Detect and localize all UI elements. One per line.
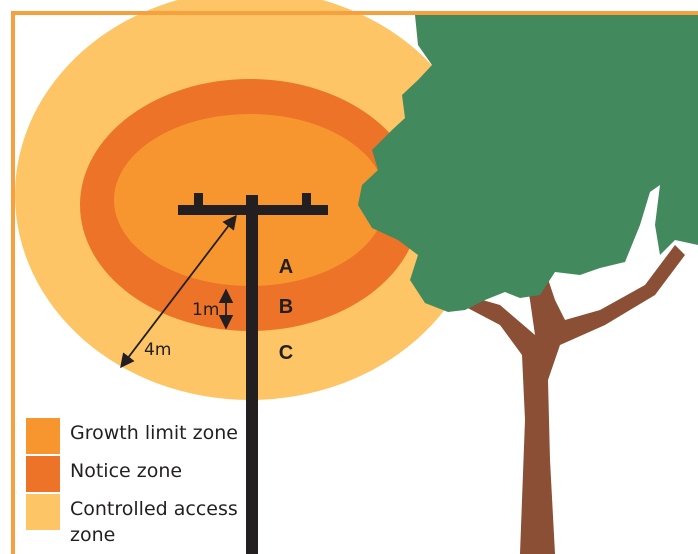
- growth-limit-zone-swatch: [26, 418, 60, 454]
- notice-width-label: 1m: [192, 300, 219, 320]
- zone-a-label: A: [279, 256, 293, 278]
- frame-border: [11, 11, 698, 554]
- zone-c-label: C: [279, 342, 293, 364]
- legend-label-growth-limit-zone: Growth limit zone: [70, 422, 238, 444]
- tree-trunk: [462, 240, 685, 554]
- zone-b-label: B: [279, 296, 293, 318]
- tree-canopy: [358, 15, 698, 312]
- controlled-access-radius-arrow: [120, 214, 237, 369]
- legend-label-controlled-access-zone: Controlled access zone: [70, 498, 238, 546]
- controlled-access-zone-swatch: [26, 494, 60, 530]
- controlled-access-radius-label: 4m: [144, 340, 171, 360]
- notice-zone-swatch: [26, 456, 60, 492]
- legend-item-controlled-access-zone: Controlled access zone: [26, 494, 276, 546]
- legend-item-growth-limit-zone: Growth limit zone: [26, 418, 276, 456]
- legend-item-notice-zone: Notice zone: [26, 456, 276, 494]
- legend-label-notice-zone: Notice zone: [70, 460, 183, 482]
- legend: Growth limit zone Notice zone Controlled…: [26, 418, 276, 546]
- power-pole: [178, 193, 328, 554]
